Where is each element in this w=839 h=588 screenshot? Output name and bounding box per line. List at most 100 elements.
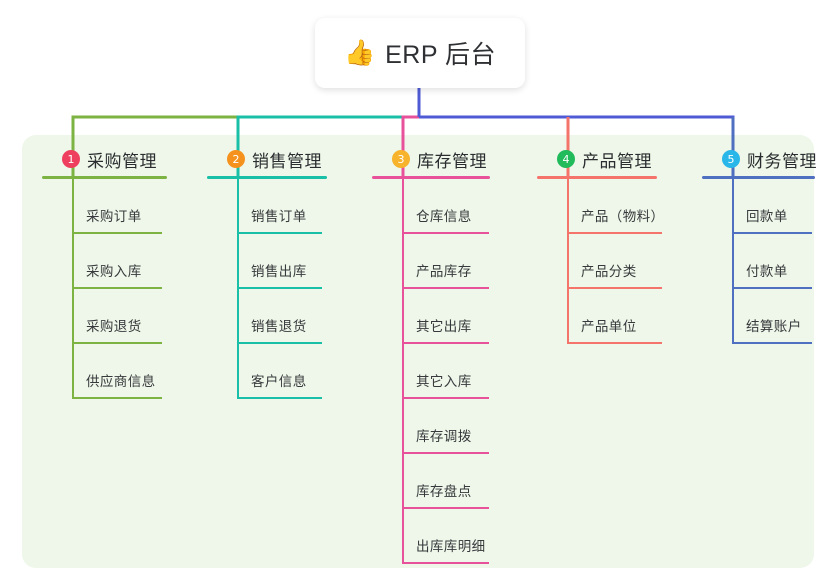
leaf-node[interactable]: 销售退货 xyxy=(207,289,327,344)
leaf-node[interactable]: 销售出库 xyxy=(207,234,327,289)
leaf-label: 采购入库 xyxy=(86,264,142,279)
leaf-underline xyxy=(402,562,489,564)
leaf-node[interactable]: 供应商信息 xyxy=(42,344,167,399)
branch-4: 4 产品管理产品（物料） 产品分类产品单位 xyxy=(537,146,664,344)
leaf-node[interactable]: 库存调拨 xyxy=(372,399,490,454)
leaf-underline xyxy=(732,287,812,289)
leaf-node[interactable]: 库存盘点 xyxy=(372,454,490,509)
leaf-node[interactable]: 仓库信息 xyxy=(372,179,490,234)
leaf-underline xyxy=(402,232,489,234)
leaf-list: 仓库信息产品库存其它出库其它入库库存调拨库存盘点出库库明细 xyxy=(372,179,490,564)
branch-number-badge: 4 xyxy=(557,150,575,168)
root-node-title: ERP 后台 xyxy=(385,41,497,69)
leaf-list: 销售订单销售出库销售退货客户信息 xyxy=(207,179,327,399)
leaf-underline xyxy=(732,342,812,344)
leaf-underline xyxy=(237,397,322,399)
branch-number-badge: 5 xyxy=(722,150,740,168)
leaf-label: 出库库明细 xyxy=(416,539,486,554)
branch-title: 采购管理 xyxy=(87,151,157,171)
leaf-underline xyxy=(567,287,662,289)
leaf-label: 结算账户 xyxy=(746,319,802,334)
leaf-label: 供应商信息 xyxy=(86,374,156,389)
leaf-label: 其它出库 xyxy=(416,319,472,334)
leaf-node[interactable]: 采购退货 xyxy=(42,289,167,344)
leaf-label: 仓库信息 xyxy=(416,209,472,224)
branch-header-2[interactable]: 2 销售管理 xyxy=(207,146,327,172)
leaf-underline xyxy=(237,287,322,289)
branch-underline xyxy=(372,176,490,179)
leaf-label: 采购退货 xyxy=(86,319,142,334)
leaf-underline xyxy=(567,342,662,344)
leaf-underline xyxy=(72,232,162,234)
leaf-label: 客户信息 xyxy=(251,374,307,389)
leaf-label: 销售订单 xyxy=(251,209,307,224)
branch-number-badge: 3 xyxy=(392,150,410,168)
leaf-spine xyxy=(567,179,569,344)
branch-title: 销售管理 xyxy=(252,151,322,171)
branch-header-1[interactable]: 1 采购管理 xyxy=(42,146,167,172)
leaf-label: 产品单位 xyxy=(581,319,637,334)
leaf-label: 销售退货 xyxy=(251,319,307,334)
leaf-label: 其它入库 xyxy=(416,374,472,389)
branch-title: 财务管理 xyxy=(747,151,817,171)
leaf-node[interactable]: 结算账户 xyxy=(702,289,815,344)
branch-underline xyxy=(537,176,657,179)
branch-title: 产品管理 xyxy=(582,151,652,171)
leaf-spine xyxy=(732,179,734,344)
leaf-label: 回款单 xyxy=(746,209,788,224)
leaf-list: 采购订单采购入库采购退货供应商信息 xyxy=(42,179,167,399)
leaf-node[interactable]: 产品单位 xyxy=(537,289,662,344)
branch-underline xyxy=(702,176,815,179)
leaf-underline xyxy=(237,342,322,344)
leaf-label: 产品库存 xyxy=(416,264,472,279)
leaf-underline xyxy=(402,507,489,509)
leaf-node[interactable]: 采购入库 xyxy=(42,234,167,289)
leaf-spine xyxy=(402,179,404,564)
leaf-label: 库存调拨 xyxy=(416,429,472,444)
branch-underline xyxy=(207,176,327,179)
branch-number-badge: 1 xyxy=(62,150,80,168)
leaf-underline xyxy=(732,232,812,234)
root-node[interactable]: 👍 ERP 后台 xyxy=(315,18,525,88)
leaf-underline xyxy=(402,397,489,399)
leaf-node[interactable]: 产品库存 xyxy=(372,234,490,289)
leaf-label: 产品分类 xyxy=(581,264,637,279)
leaf-spine xyxy=(72,179,74,399)
leaf-node[interactable]: 销售订单 xyxy=(207,179,327,234)
leaf-label: 库存盘点 xyxy=(416,484,472,499)
branch-header-4[interactable]: 4 产品管理 xyxy=(537,146,657,172)
leaf-node[interactable]: 出库库明细 xyxy=(372,509,490,564)
branch-2: 2 销售管理销售订单销售出库销售退货客户信息 xyxy=(207,146,327,399)
leaf-node[interactable]: 产品（物料） xyxy=(537,179,664,234)
leaf-label: 采购订单 xyxy=(86,209,142,224)
leaf-list: 产品（物料） 产品分类产品单位 xyxy=(537,179,664,344)
leaf-underline xyxy=(567,232,662,234)
leaf-label: 付款单 xyxy=(746,264,788,279)
branch-header-5[interactable]: 5 财务管理 xyxy=(702,146,817,172)
branch-1: 1 采购管理采购订单采购入库采购退货供应商信息 xyxy=(42,146,167,399)
thumbs-up-icon: 👍 xyxy=(343,38,376,67)
leaf-node[interactable]: 采购订单 xyxy=(42,179,167,234)
leaf-node[interactable]: 其它出库 xyxy=(372,289,490,344)
branch-5: 5 财务管理回款单付款单结算账户 xyxy=(702,146,817,344)
leaf-node[interactable]: 付款单 xyxy=(702,234,815,289)
leaf-node[interactable]: 回款单 xyxy=(702,179,815,234)
leaf-underline xyxy=(72,397,162,399)
leaf-node[interactable]: 产品分类 xyxy=(537,234,662,289)
leaf-underline xyxy=(402,342,489,344)
leaf-node[interactable]: 客户信息 xyxy=(207,344,327,399)
leaf-underline xyxy=(402,452,489,454)
diagram-background-panel xyxy=(22,135,814,568)
leaf-label: 产品（物料） xyxy=(581,209,665,224)
leaf-list: 回款单付款单结算账户 xyxy=(702,179,815,344)
branch-number-badge: 2 xyxy=(227,150,245,168)
leaf-underline xyxy=(237,232,322,234)
leaf-underline xyxy=(402,287,489,289)
leaf-underline xyxy=(72,287,162,289)
leaf-node[interactable]: 其它入库 xyxy=(372,344,490,399)
leaf-spine xyxy=(237,179,239,399)
leaf-underline xyxy=(72,342,162,344)
